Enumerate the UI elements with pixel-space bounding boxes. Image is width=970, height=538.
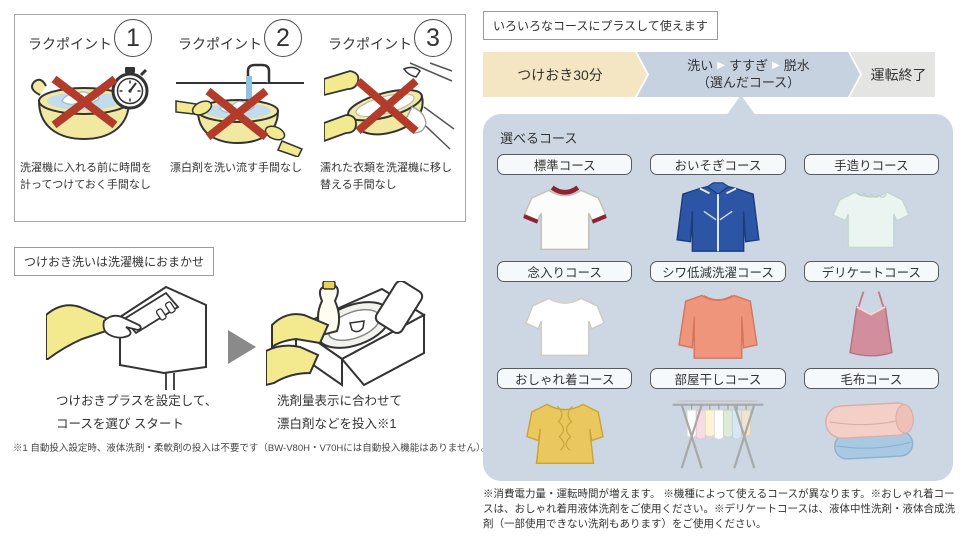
soak-step2-caption: 洗剤量表示に合わせて 漂白剤などを投入※1 <box>277 394 403 431</box>
course-image-white-shirt-red-trim <box>511 177 619 256</box>
flow-step2-line1: 洗い ▶ すすぎ ▶ 脱水 <box>687 58 809 74</box>
soak-step1-caption: つけおきプラスを設定して、 コースを選び スタート <box>56 394 218 431</box>
pink-camisole-image <box>849 290 894 357</box>
laundry-drying-rack-image <box>672 399 764 469</box>
raku-point-1-header: ラクポイント 1 <box>28 19 152 57</box>
course-button-fine-clothes[interactable]: おしゃれ着コース <box>497 368 633 389</box>
flow-spin-label: 脱水 <box>783 58 810 74</box>
pale-green-shirt-image <box>832 190 911 248</box>
triangle-right-icon: ▶ <box>717 60 725 72</box>
course-cell-wrinkle-reduce: シワ低減洗濯コース <box>650 261 786 363</box>
course-cell-handmade: 手造りコース <box>803 154 939 256</box>
raku-point-1-art <box>24 59 156 157</box>
raku-point-3-header: ラクポイント 3 <box>328 19 452 57</box>
course-cell-delicate: デリケートコース <box>803 261 939 363</box>
white-shirt-red-trim-image <box>522 185 607 250</box>
flow-step-end: 運転終了 <box>848 52 935 97</box>
flow-step1-wrap: つけおき30分 <box>483 52 647 97</box>
white-tshirt-image <box>524 297 605 356</box>
raku-point-1-label: ラクポイント <box>28 36 112 52</box>
course-image-pink-camisole <box>817 284 925 363</box>
flow-step-soak: つけおき30分 <box>483 52 647 97</box>
blue-jacket-image <box>676 181 760 252</box>
flow-step2-line2: （選んだコース） <box>696 74 801 90</box>
course-flow-diagram: つけおき30分 洗い ▶ すすぎ ▶ 脱水 （選んだコース） 運転終了 <box>483 52 935 97</box>
tub-faucet-crossed-illustration <box>175 63 304 157</box>
tub-stopwatch-crossed-illustration <box>31 67 149 141</box>
triangle-right-icon: ▶ <box>772 60 780 72</box>
selectable-courses-panel: 選べるコース 標準コース おいそぎコース <box>483 114 953 481</box>
arrow-right-icon <box>228 330 256 364</box>
course-image-folded-blankets <box>817 391 925 470</box>
salmon-longsleeve-image <box>678 294 758 359</box>
soak-step1-art <box>45 281 211 396</box>
course-cell-fine-clothes: おしゃれ着コース <box>497 368 633 470</box>
raku-point-3-caption: 濡れた衣類を洗濯機に移し替える手間なし <box>320 162 452 192</box>
course-button-blanket[interactable]: 毛布コース <box>803 368 939 389</box>
course-image-yellow-blouse <box>511 391 619 470</box>
course-button-quick[interactable]: おいそぎコース <box>650 154 786 175</box>
flow-step-wash-rinse-spin: 洗い ▶ すすぎ ▶ 脱水 （選んだコース） <box>635 52 860 97</box>
flow-step3-wrap: 運転終了 <box>848 52 935 97</box>
courses-section-title: いろいろなコースにプラスして使えます <box>483 11 718 40</box>
folded-blankets-image <box>825 401 915 460</box>
course-image-salmon-longsleeve <box>664 284 772 363</box>
raku-point-1-number: 1 <box>114 19 152 57</box>
soak-step2-art <box>265 279 431 396</box>
tub-transfer-crossed-illustration <box>324 62 455 150</box>
course-button-wrinkle-reduce[interactable]: シワ低減洗濯コース <box>650 261 786 282</box>
raku-point-2-label: ラクポイント <box>178 36 262 52</box>
course-button-indoor-dry[interactable]: 部屋干しコース <box>650 368 786 389</box>
raku-point-3-number: 3 <box>414 19 452 57</box>
raku-points-box: ラクポイント 1 <box>14 14 466 222</box>
raku-point-2-caption: 漂白剤を洗い流す手間なし <box>170 162 302 174</box>
raku-point-2: ラクポイント 2 <box>167 19 313 221</box>
raku-point-1: ラクポイント 1 <box>17 19 163 221</box>
soak-section-title: つけおき洗いは洗濯機におまかせ <box>14 247 215 276</box>
raku-point-3: ラクポイント 3 <box>317 19 463 221</box>
course-image-drying-rack <box>660 391 776 470</box>
course-image-pale-green-shirt <box>817 177 925 256</box>
course-grid: 標準コース おいそぎコース <box>497 154 939 470</box>
raku-point-3-label: ラクポイント <box>328 36 412 52</box>
course-image-white-tshirt <box>511 284 619 363</box>
course-cell-standard: 標準コース <box>497 154 633 256</box>
course-image-blue-jacket <box>664 177 772 256</box>
flow-step2-wrap: 洗い ▶ すすぎ ▶ 脱水 （選んだコース） <box>635 52 860 97</box>
course-button-delicate[interactable]: デリケートコース <box>803 261 939 282</box>
pour-bleach-washer-illustration <box>265 279 426 387</box>
course-cell-thorough: 念入りコース <box>497 261 633 363</box>
course-button-handmade[interactable]: 手造りコース <box>803 154 939 175</box>
raku-point-2-header: ラクポイント 2 <box>178 19 302 57</box>
raku-point-2-number: 2 <box>264 19 302 57</box>
panel-pointer-triangle <box>726 95 756 116</box>
right-footnote: ※消費電力量・運転時間が増えます。 ※機種によって使えるコースが異なります。※お… <box>483 488 955 531</box>
course-cell-quick: おいそぎコース <box>650 154 786 256</box>
course-cell-blanket: 毛布コース <box>803 368 939 470</box>
panel-label: 選べるコース <box>500 131 578 146</box>
flow-rinse-label: すすぎ <box>728 58 768 74</box>
press-start-washer-illustration <box>45 285 207 390</box>
flow-step3-label: 運転終了 <box>870 66 927 83</box>
raku-point-2-art <box>174 59 306 157</box>
course-button-thorough[interactable]: 念入りコース <box>497 261 633 282</box>
raku-point-1-caption: 洗濯機に入れる前に時間を計ってつけておく手間なし <box>20 162 152 192</box>
course-button-standard[interactable]: 標準コース <box>497 154 633 175</box>
yellow-blouse-image <box>525 403 604 464</box>
flow-wash-label: 洗い <box>687 58 714 74</box>
flow-step1-label: つけおき30分 <box>517 66 603 83</box>
raku-point-3-art <box>324 59 456 157</box>
course-cell-indoor-dry: 部屋干しコース <box>650 368 786 470</box>
left-footnote: ※1 自動投入設定時、液体洗剤・柔軟剤の投入は不要です（BW-V80H・V70H… <box>13 443 491 454</box>
